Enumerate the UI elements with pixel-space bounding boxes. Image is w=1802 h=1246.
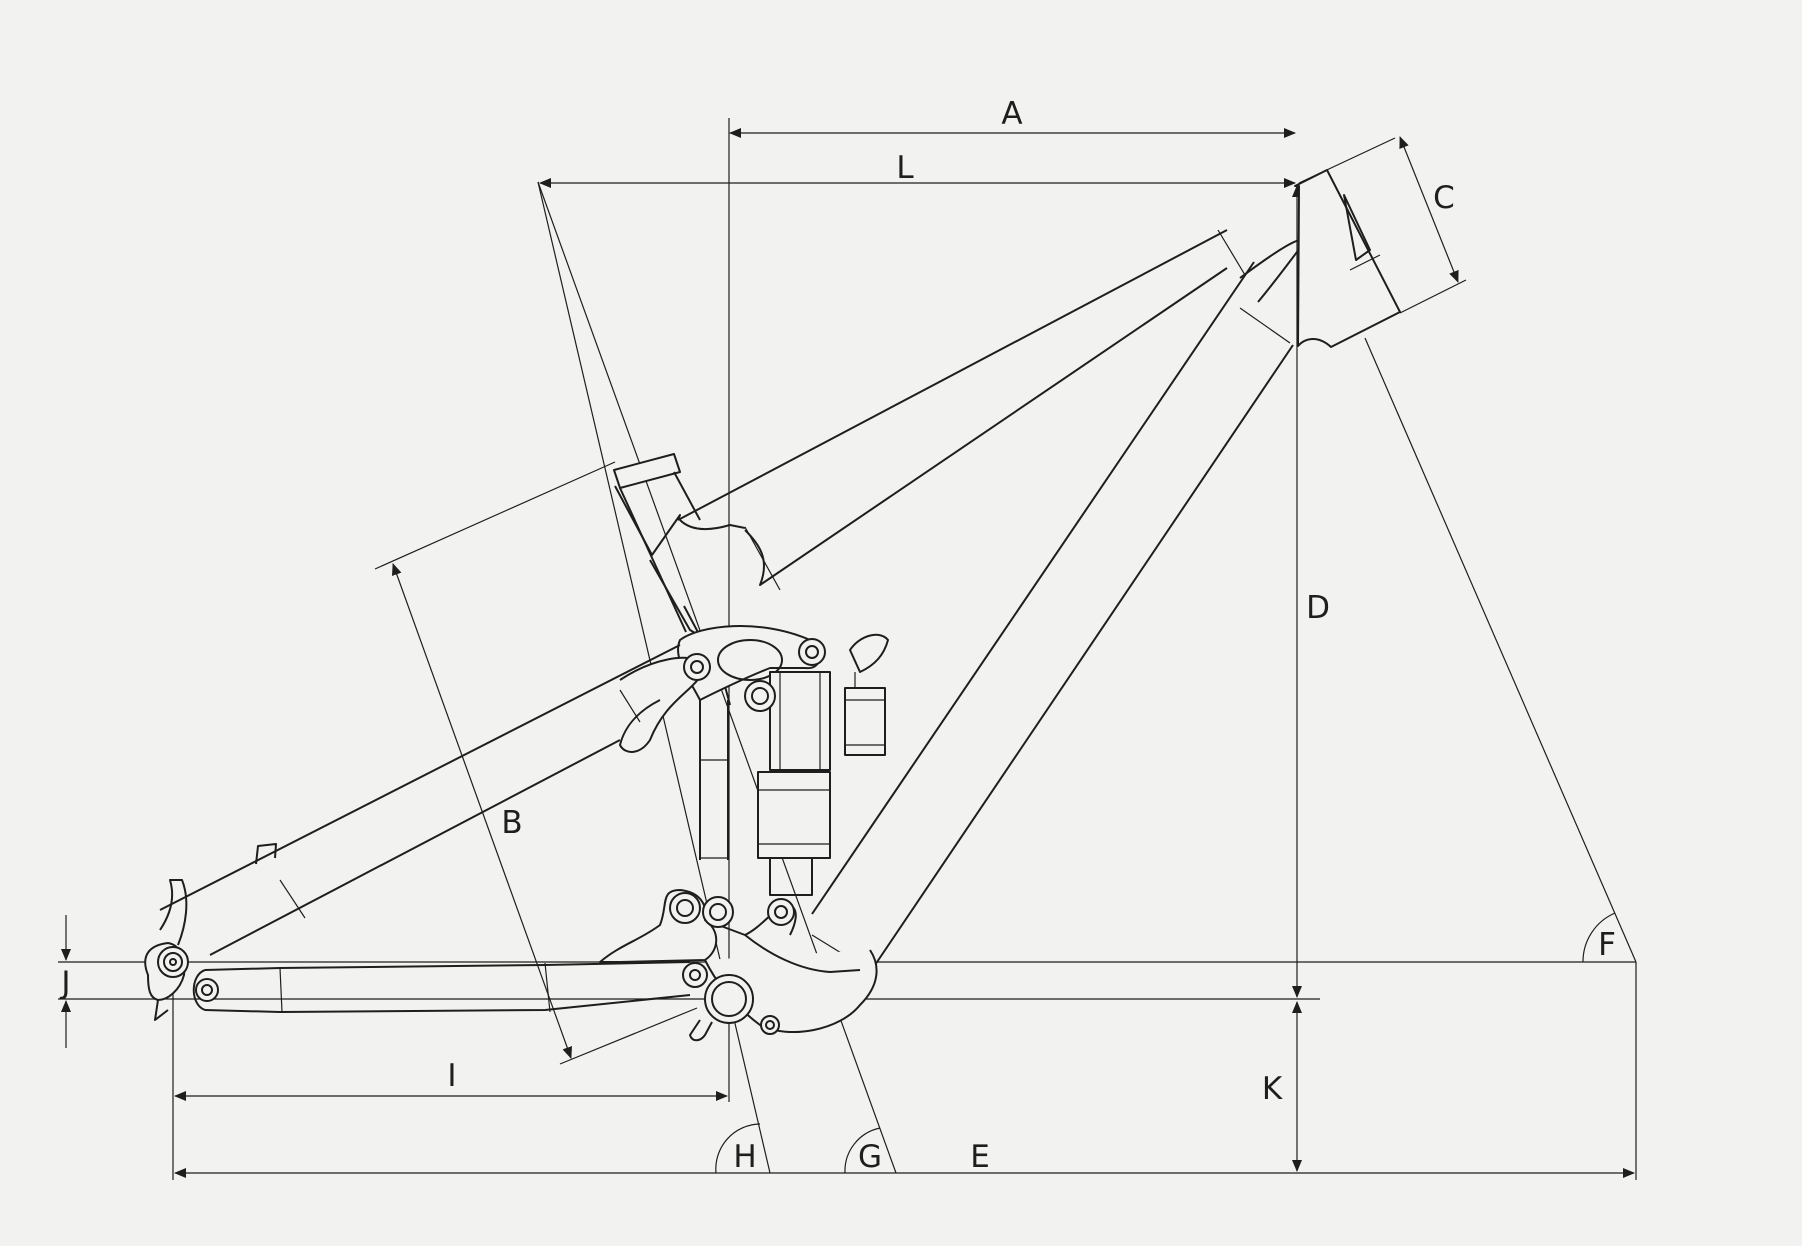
bike-frame-drawing — [144, 169, 1401, 1042]
rear-axle-bolt — [157, 946, 189, 978]
label-d: D — [1306, 590, 1330, 626]
label-j: J — [59, 965, 70, 1001]
reference-lines — [58, 118, 1637, 1180]
label-f: F — [1598, 927, 1616, 963]
dim-line-b — [392, 563, 572, 1059]
label-e: E — [970, 1139, 990, 1175]
angle-arc-f — [1582, 912, 1616, 963]
chainstay-pivot-bolt — [195, 978, 219, 1002]
rocker-main-pivot-bolt — [744, 680, 776, 712]
angle-arc-g — [844, 1127, 881, 1174]
label-c: C — [1433, 180, 1455, 216]
label-l: L — [896, 150, 914, 186]
chainstay-front-bolt — [682, 962, 708, 988]
dim-line-c — [1399, 136, 1459, 283]
shock-upper-bolt — [798, 638, 826, 666]
label-i: I — [447, 1058, 456, 1094]
label-h: H — [733, 1139, 756, 1175]
lower-link-bolt-mid — [702, 896, 734, 928]
dimension-lines — [61, 128, 1635, 1178]
pivot-bolts — [157, 638, 826, 1035]
angle-arc-h — [715, 1123, 761, 1174]
seatstay-pivot-bolt — [683, 653, 711, 681]
label-a: A — [1001, 96, 1022, 132]
label-b: B — [501, 805, 522, 841]
lower-bb-bolt — [760, 1015, 780, 1035]
label-k: K — [1262, 1071, 1283, 1107]
lower-link-bolt-left — [669, 892, 701, 924]
dimension-labels: A L C D B F J I K H G E — [59, 96, 1616, 1175]
shock-lower-bolt — [767, 898, 795, 926]
label-g: G — [858, 1139, 882, 1175]
